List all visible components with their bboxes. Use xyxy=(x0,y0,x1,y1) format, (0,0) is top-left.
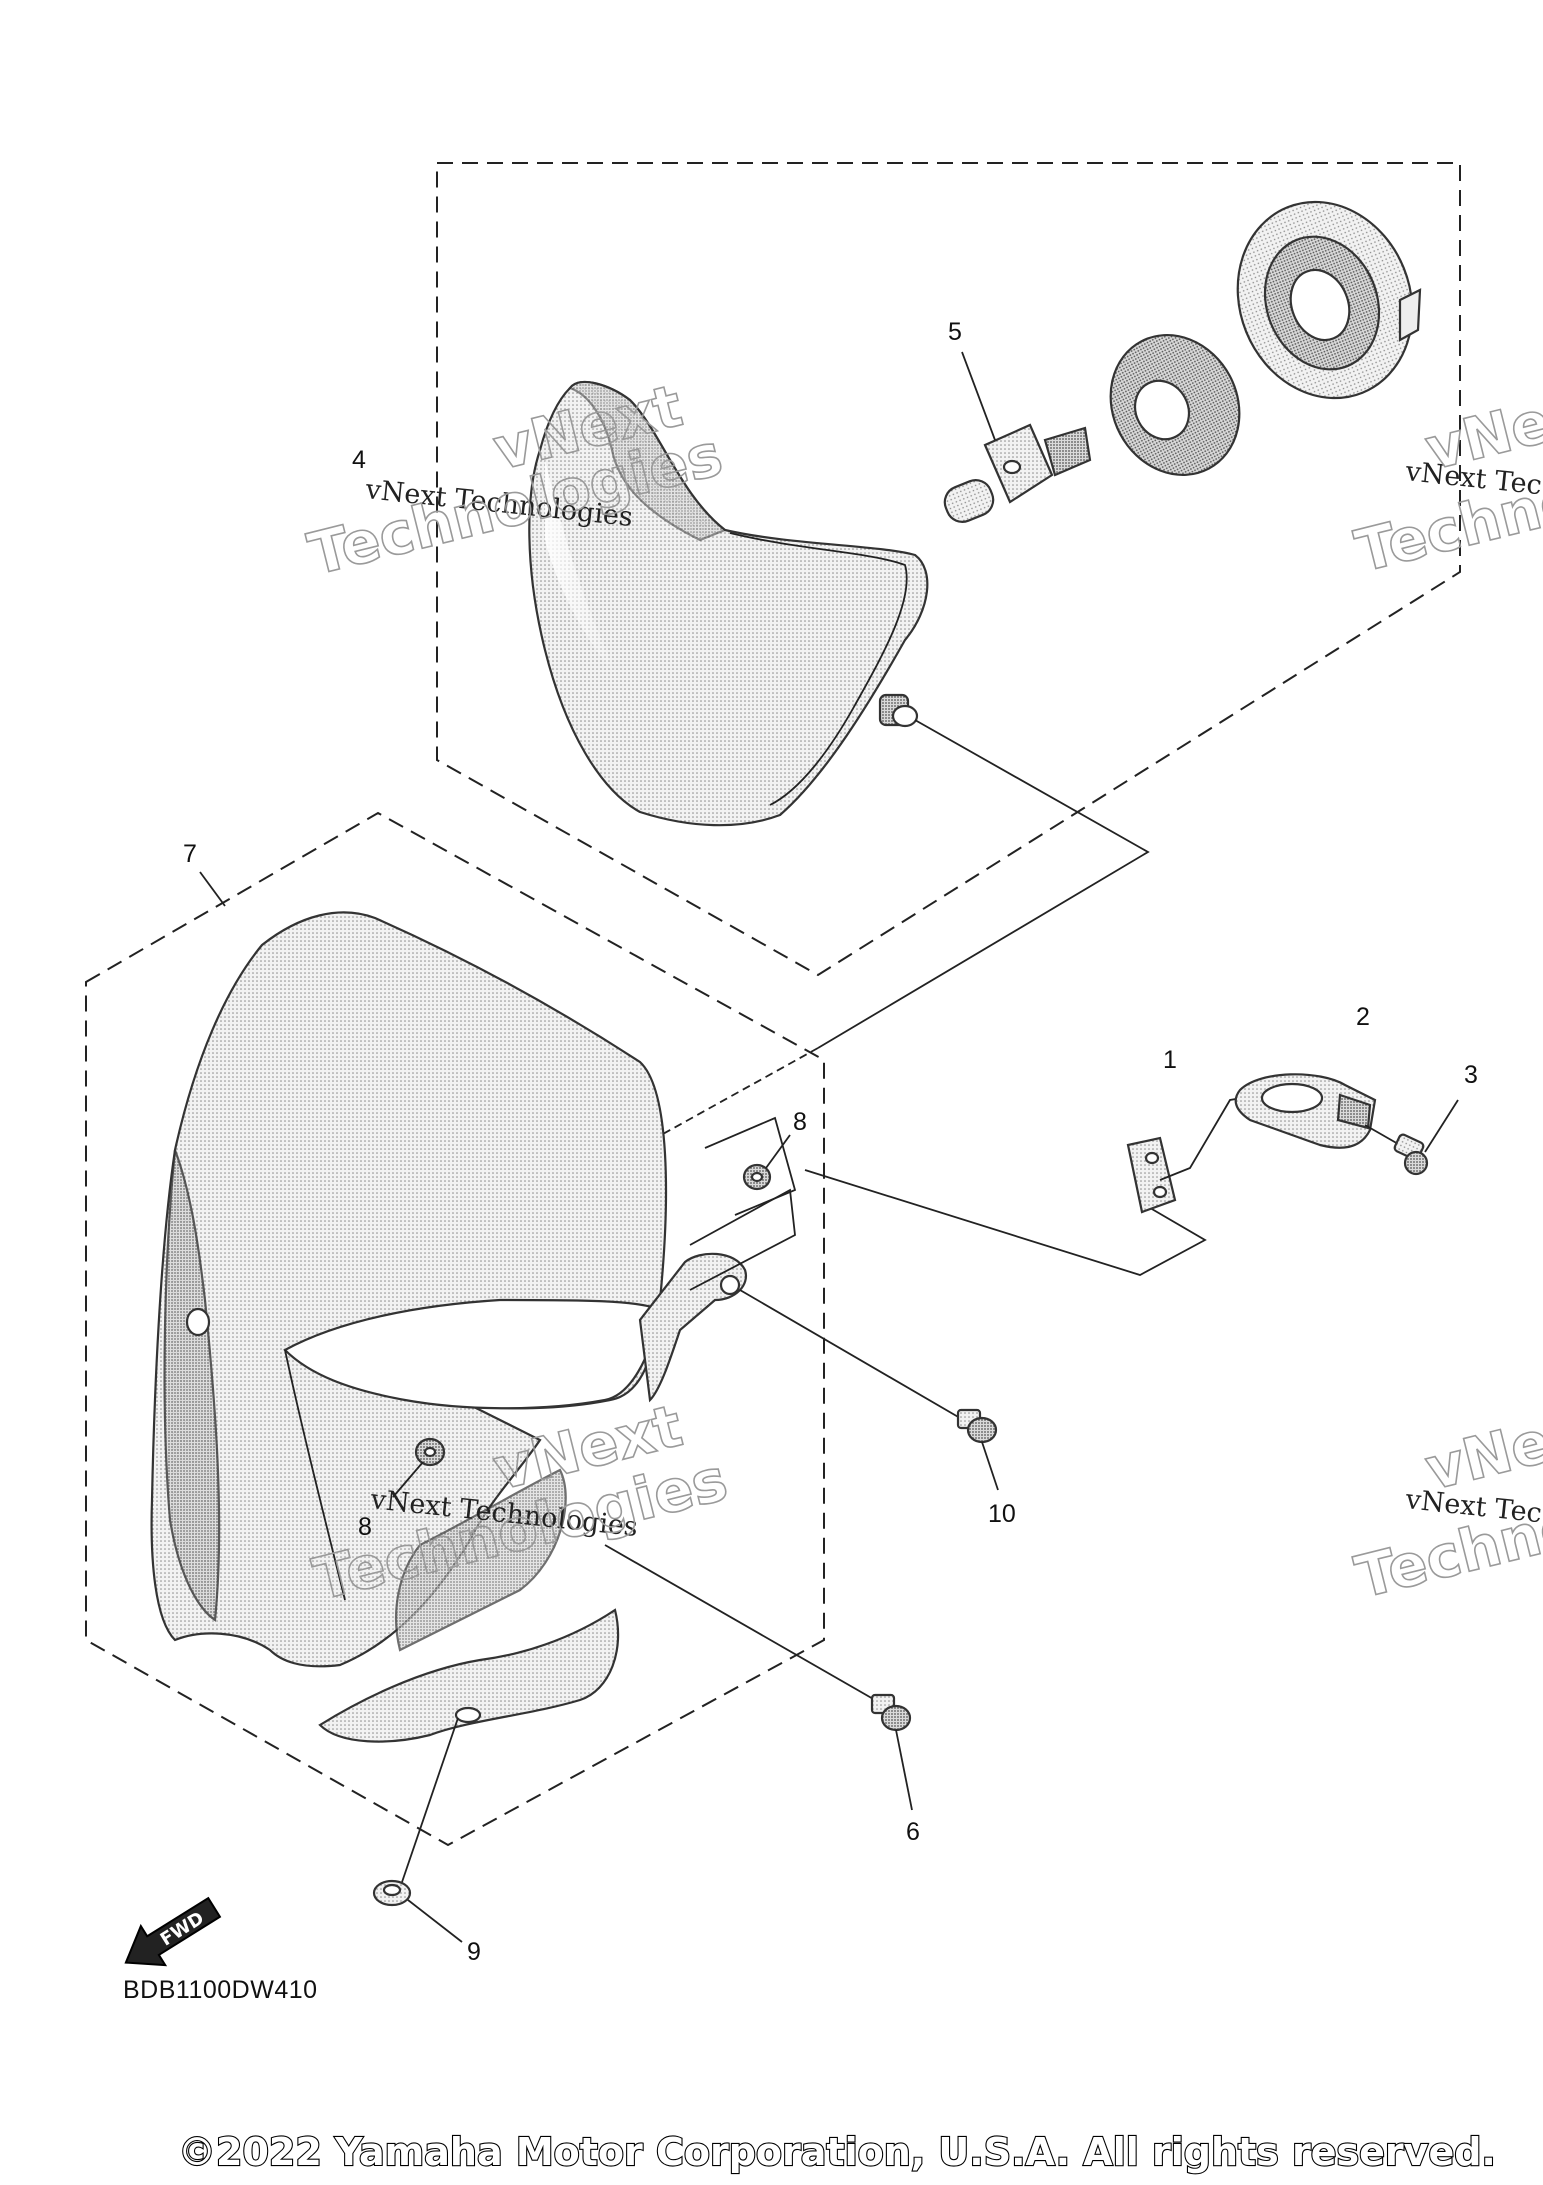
callout-8-lower: 8 xyxy=(358,1513,372,1541)
headlight-group-outline xyxy=(436,162,1461,977)
fwd-arrow-icon: FWD xyxy=(124,1896,222,1967)
callout-8-upper: 8 xyxy=(793,1108,807,1136)
callout-10: 10 xyxy=(988,1500,1016,1528)
svg-text:vNe: vNe xyxy=(1419,1407,1543,1503)
collar-lower xyxy=(392,1437,446,1498)
collar-upper xyxy=(704,1116,797,1216)
bracket-plate xyxy=(1126,1094,1261,1214)
callout-4: 4 xyxy=(352,446,366,474)
watermark-top-right: vNext Tec vNe Techno xyxy=(1348,386,1543,586)
cowling-group-outline xyxy=(85,811,825,1847)
bracket-clamp xyxy=(1234,1073,1377,1149)
grommet-9 xyxy=(372,1717,463,1943)
callout-9: 9 xyxy=(467,1938,481,1966)
copyright-notice: ©2022 Yamaha Motor Corporation, U.S.A. A… xyxy=(178,2130,1496,2174)
socket-ring xyxy=(1236,200,1422,400)
bulb-cover xyxy=(1109,333,1241,477)
headlight-cowling xyxy=(150,911,748,1743)
bolt-10 xyxy=(739,1289,999,1491)
callout-5: 5 xyxy=(948,318,962,346)
bracket-link-line xyxy=(804,1169,1207,1276)
callout-6: 6 xyxy=(906,1818,920,1846)
headlight-leader-line xyxy=(817,719,1150,1049)
callout-3: 3 xyxy=(1464,1061,1478,1089)
callout-7: 7 xyxy=(183,840,197,868)
screw-3 xyxy=(1364,1099,1459,1176)
watermark-middle-right: vNext Tec vNe Techno xyxy=(1348,1406,1543,1612)
headlight-housing xyxy=(528,380,929,827)
drawing-code: BDB1100DW410 xyxy=(123,1976,318,2004)
bolt-6 xyxy=(604,1544,913,1811)
headlight-bulb xyxy=(943,423,1092,523)
callout-1: 1 xyxy=(1163,1046,1177,1074)
bracket-leader-line xyxy=(689,1188,796,1291)
callout-2: 2 xyxy=(1356,1003,1370,1031)
